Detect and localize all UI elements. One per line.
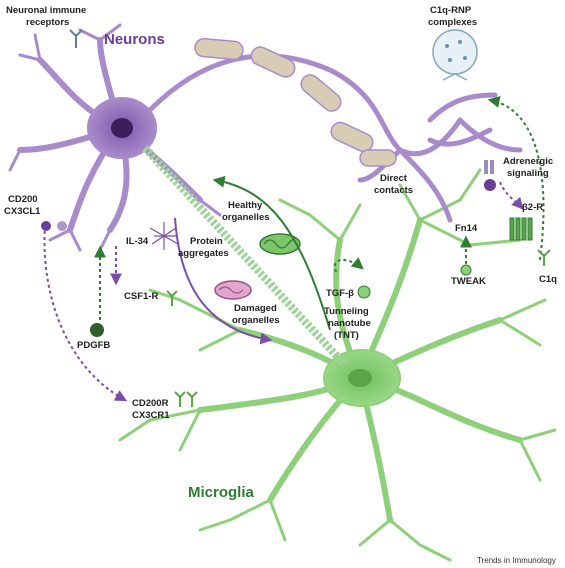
receptor-icon — [69, 29, 83, 48]
tweak-label: TWEAK — [451, 276, 486, 287]
fn14-label: Fn14 — [455, 223, 478, 234]
adrenergic-molecule-icon — [484, 179, 496, 191]
tnt-label-3: (TNT) — [334, 330, 359, 341]
damaged-organelles-arrow — [174, 217, 273, 345]
cd200-arrow — [43, 224, 128, 402]
adrenergic-arrow — [499, 181, 524, 210]
tnt-label-1: Tunneling — [324, 306, 369, 317]
neuron-cell — [8, 23, 523, 252]
pdgfb-label: PDGFB — [77, 340, 110, 351]
damaged-organelle-icon — [214, 280, 252, 300]
protein-aggregate-icon — [149, 222, 179, 250]
healthy-organelles-arrow — [212, 175, 331, 331]
journal-credit: Trends in Immunology — [477, 556, 556, 565]
microglia-cell — [118, 168, 557, 562]
tweak-molecule-icon — [460, 264, 472, 276]
beta2-receptor-icon — [509, 217, 533, 241]
csf1r-receptor-icon — [166, 290, 178, 306]
adrenergic-label-2: signaling — [507, 168, 549, 179]
cx3cr1-label: CX3CR1 — [132, 410, 170, 421]
protein-aggregates-label-2: aggregates — [178, 248, 229, 259]
cd200-label: CD200 — [8, 194, 38, 205]
microglia-title: Microglia — [188, 484, 255, 501]
c1q-icon — [537, 249, 551, 266]
cd200r-receptor-icon — [174, 391, 198, 407]
tgfb-molecule-icon — [357, 285, 371, 299]
cd200-ligands — [41, 221, 67, 231]
c1q-rnp-complexes-icon — [432, 29, 478, 81]
tunneling-nanotube — [142, 145, 348, 368]
damaged-organelles-label-2: organelles — [232, 315, 280, 326]
c1q-label: C1q — [539, 274, 557, 285]
il34-label: IL-34 — [126, 236, 149, 247]
tnt-label-2: nanotube — [328, 318, 371, 329]
c1q-rnp-label-2: complexes — [428, 17, 477, 28]
cx3cl1-label: CX3CL1 — [4, 206, 41, 217]
tgfb-label: TGF-β — [326, 288, 354, 299]
adrenergic-label-1: Adrenergic — [503, 156, 553, 167]
csf1r-label: CSF1-R — [124, 291, 158, 302]
damaged-organelles-label-1: Damaged — [234, 303, 277, 314]
c1q-arrow — [487, 96, 545, 261]
pdgfb-molecule-icon — [90, 323, 104, 337]
neuronal-receptors-label-2: receptors — [26, 17, 69, 28]
neuronal-receptors-label-1: Neuronal immune — [6, 5, 86, 16]
neurons-title: Neurons — [104, 31, 165, 48]
b2r-label: β2-R — [522, 202, 543, 213]
healthy-organelles-label-1: Healthy — [228, 200, 263, 211]
myelin-sheath — [194, 37, 397, 167]
healthy-organelle-icon — [259, 233, 301, 255]
cd200r-label: CD200R — [132, 398, 169, 409]
c1q-rnp-label-1: C1q-RNP — [430, 5, 472, 16]
direct-contacts-label-1: Direct — [380, 173, 408, 184]
protein-aggregates-label-1: Protein — [190, 236, 223, 247]
healthy-organelles-label-2: organelles — [222, 212, 270, 223]
direct-contacts-label-2: contacts — [374, 185, 413, 196]
adrenergic-receptor-icon — [484, 160, 494, 174]
